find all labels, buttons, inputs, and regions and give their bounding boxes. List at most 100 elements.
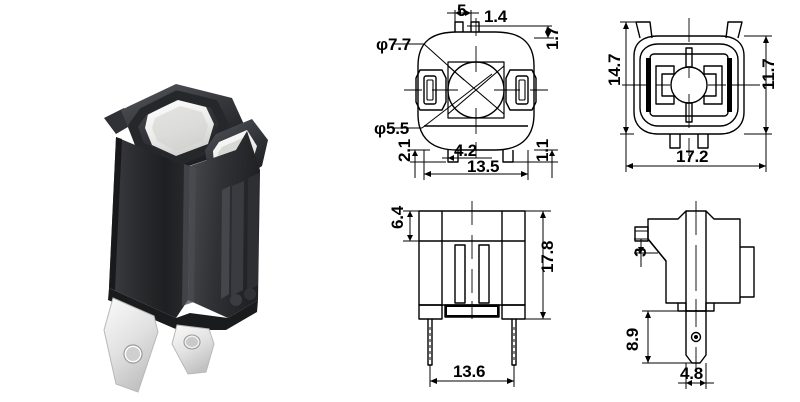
dim-label-4-8: 4.8	[680, 364, 703, 383]
dim-label-1-1: 1.1	[533, 139, 552, 162]
ext-17-8	[525, 210, 551, 320]
arrow-17-8-b	[540, 312, 546, 319]
ext-dim-1-7	[479, 25, 554, 39]
body-front-face	[109, 137, 190, 318]
arrow-8-9-b	[645, 356, 651, 363]
arrow-5-right	[465, 10, 471, 16]
ext-dim-2-1	[410, 149, 446, 163]
insulator-cup-inner-shadow	[152, 106, 208, 151]
front-slot-right	[478, 244, 490, 304]
ext-6-4	[403, 210, 419, 242]
socket-body-group	[103, 84, 268, 393]
top-post-left	[454, 21, 464, 32]
side-right-flange	[740, 246, 755, 298]
bottom-foot-right	[502, 150, 514, 163]
view-top: φ7.7 φ5.5 5 1.4 13.5 4.2 1.7 2.1 1.1	[372, 1, 582, 192]
front-foot-left	[418, 304, 443, 320]
hub-stem-top	[685, 47, 693, 68]
dim-label-6-4: 6.4	[388, 205, 407, 229]
terminal-hole-left-inner	[126, 347, 140, 361]
dim-label-1-7: 1.7	[543, 27, 562, 50]
tab-top-left	[635, 21, 653, 39]
dim-label-8-9: 8.9	[623, 328, 642, 351]
ext-14-7	[620, 21, 636, 135]
dim-label-2-1: 2.1	[395, 139, 414, 162]
arrow-4-8-r	[700, 380, 706, 386]
dim-label-3: 3	[631, 248, 650, 257]
dim-label-phi-5-5: φ5.5	[374, 119, 409, 138]
side-lug-left	[677, 303, 686, 312]
arrow-17-8-t	[540, 211, 546, 218]
arrow-2-1-t	[412, 150, 418, 156]
dim-label-5: 5	[457, 1, 466, 20]
arrow-1-7-bot	[545, 32, 551, 38]
body-left-edge	[109, 137, 122, 290]
bottom-bar-left	[646, 58, 651, 112]
arrow-1-1-t	[549, 150, 555, 156]
contact-leaf-left	[655, 65, 675, 105]
ext-dim-1-1	[513, 149, 558, 163]
ext-13-6	[429, 365, 515, 387]
arrow-1-7-top	[545, 26, 551, 32]
view-front: 6.4 17.8 13.6	[385, 195, 575, 395]
body-center-ridge	[182, 164, 196, 306]
contact-leaf-right	[703, 65, 723, 105]
side-terminal-hole-dot	[694, 335, 698, 339]
side-left-nub	[634, 226, 649, 242]
clip-left-outer	[415, 69, 447, 111]
arrow-13-5-r	[521, 171, 528, 177]
ext-11-7	[744, 35, 772, 135]
arrow-17-2-l	[626, 163, 633, 169]
side-column-edges	[685, 211, 707, 311]
side-terminal-blade	[685, 310, 707, 364]
arrow-17-2-r	[759, 163, 766, 169]
dim-label-13-6: 13.6	[453, 362, 485, 381]
dim-label-17-8: 17.8	[538, 241, 557, 273]
bottom-bar-right	[727, 58, 732, 112]
arrow-3	[638, 247, 644, 253]
arrow-11-7-b	[763, 127, 769, 134]
dim-label-phi-7-7: φ7.7	[376, 35, 411, 54]
terminal-hole-right-inner	[186, 337, 198, 347]
arrow-4-2	[448, 155, 454, 161]
top-post-right	[470, 21, 480, 32]
product-photo-pane	[0, 0, 370, 402]
dim-label-4-2: 4.2	[454, 141, 477, 160]
ext-4-8	[685, 363, 707, 389]
bulb-opening-square	[447, 61, 505, 119]
arrow-11-7-t	[763, 36, 769, 43]
view-side: 3 8.9 4.8	[610, 195, 800, 395]
dim-label-14-7: 14.7	[605, 54, 624, 86]
arrow-6-4-b	[407, 235, 413, 241]
front-foot-right	[501, 304, 526, 320]
clip-right-outer	[505, 69, 537, 111]
bottom-inner-shell	[639, 43, 739, 127]
arrow-14-7-b	[623, 127, 629, 134]
pin-left	[669, 134, 681, 149]
body-rib-3	[221, 186, 230, 299]
dim-label-17-2: 17.2	[676, 147, 708, 166]
view-bottom: 14.7 11.7 17.2	[600, 8, 800, 188]
side-lug-right	[706, 303, 715, 312]
arrow-6-4-t	[407, 211, 413, 217]
dim-label-13-5: 13.5	[467, 157, 499, 176]
top-body-outline	[417, 31, 535, 151]
side-chamfer	[647, 238, 667, 262]
body-bottom-shoulder	[108, 288, 258, 330]
arrow-14-7-t	[623, 22, 629, 29]
leader-phi-7-7	[394, 43, 465, 81]
side-body-outline	[647, 210, 741, 312]
ext-dim-13-5	[423, 150, 529, 180]
ext-dim-5	[454, 10, 472, 22]
dim-label-11-7: 11.7	[759, 59, 778, 90]
bottom-outer-shell	[633, 35, 745, 135]
arrow-13-5-l	[424, 171, 431, 177]
dim-label-1-4: 1.4	[484, 7, 508, 26]
front-slot-divider	[464, 245, 480, 303]
arrow-5-left	[455, 10, 461, 16]
body-bump-2	[244, 288, 256, 300]
leader-phi-5-5	[392, 73, 493, 129]
arrow-13-6-l	[430, 378, 437, 384]
body-rib-1	[231, 181, 244, 296]
